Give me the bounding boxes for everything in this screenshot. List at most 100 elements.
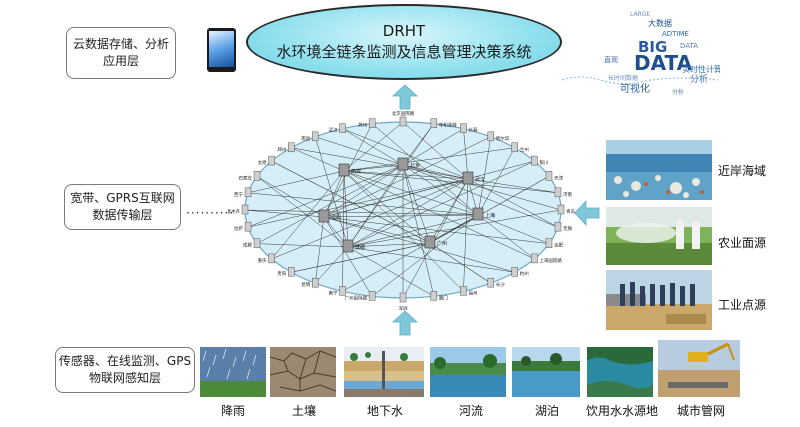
network-node-label: 青岛	[566, 208, 575, 215]
network-node: 银川	[531, 155, 548, 166]
sensing-layer-line-1: 传感器、在线监测、GPS	[58, 354, 192, 368]
network-hub-label: 上海	[485, 212, 495, 219]
network-node-label: 兰州	[520, 146, 529, 153]
network-link	[315, 246, 349, 284]
network-link	[314, 216, 325, 284]
network-link	[347, 246, 434, 297]
network-link	[347, 246, 515, 273]
network-link	[477, 214, 550, 244]
hub-link	[429, 214, 479, 244]
network-node-label: 天津	[554, 174, 563, 181]
network-link	[291, 147, 469, 180]
network-node: 贵阳	[277, 266, 295, 277]
hub-link	[323, 178, 469, 218]
word-cloud-word: DATA	[680, 42, 698, 50]
hub-link	[343, 170, 469, 180]
cloud-layer-line-2: 应用层	[102, 54, 139, 68]
network-link	[477, 136, 492, 216]
cloud-layer-line-1: 云数据存储、分析	[72, 37, 169, 51]
hub-link	[343, 170, 479, 216]
network-node-label: 厦门	[439, 294, 448, 301]
hub-link	[347, 242, 431, 248]
network-hub: 广州	[424, 235, 447, 249]
network-node-label: 福州	[468, 289, 477, 296]
network-node: 济南	[554, 187, 572, 198]
hub-link	[343, 170, 349, 248]
network-node: 广州国际路	[345, 291, 376, 301]
network-link	[343, 121, 404, 172]
agriculture-photo	[606, 207, 712, 265]
network-node: 上海国际路	[531, 253, 562, 264]
network-link	[467, 178, 559, 194]
network-link	[463, 128, 469, 180]
network-link	[477, 147, 515, 216]
hub-link	[323, 170, 345, 218]
network-link	[247, 178, 469, 228]
cloud-layer-box: 云数据存储、分析 应用层	[66, 27, 176, 79]
up-arrow-icon	[392, 310, 418, 336]
network-node-label: 无锡	[563, 225, 572, 232]
network-node: 拉萨	[234, 221, 252, 232]
network-node: 重庆	[258, 253, 275, 264]
hub-link	[343, 164, 404, 172]
hub-link	[402, 164, 469, 180]
network-node-label: 南宁	[329, 289, 338, 296]
network-node: 北京国際路	[392, 110, 415, 127]
network-node-label: 郑州	[277, 146, 286, 153]
network-node: 长春	[460, 123, 478, 134]
drinking-water-photo	[587, 347, 653, 397]
network-node-label: 深圳	[399, 305, 408, 312]
network-node: 苏州	[358, 118, 376, 129]
network-hub-label: 沈阳	[331, 214, 341, 221]
network-node-label: 北京国際路	[392, 110, 415, 117]
network-node-label: 成都	[243, 242, 252, 249]
network-node: 石家庄	[239, 171, 261, 181]
source-label-industrial: 工业点源	[718, 298, 767, 312]
hub-link	[323, 214, 479, 218]
word-cloud-word: 大数据	[648, 18, 672, 28]
network-link	[291, 242, 431, 273]
word-cloud-word: ADTIME	[662, 30, 689, 38]
word-cloud-word: 长时间数据	[608, 74, 638, 82]
network-node: 昆明	[301, 277, 319, 288]
network-node-label: 呼和浩特	[439, 122, 457, 129]
network-node: 杭州	[511, 266, 529, 277]
word-cloud-word: 分析	[690, 73, 708, 85]
network-node: 福州	[460, 286, 478, 296]
network-node: 太原	[258, 155, 275, 166]
hub-link	[402, 164, 479, 216]
network-link	[372, 123, 479, 216]
network-link	[342, 128, 469, 180]
coastal-water-photo	[606, 140, 712, 200]
sensing-label-lake: 湖泊	[535, 404, 560, 418]
network-link	[247, 164, 404, 228]
sensing-label-river: 河流	[459, 404, 484, 418]
network-hub: 武汉	[462, 171, 485, 185]
network-hub-label: 广州	[437, 240, 447, 247]
word-cloud-word: LARGE	[630, 11, 650, 18]
network-node-label: 苏州	[358, 122, 367, 129]
network-node: 呼和浩特	[430, 118, 457, 129]
network-link	[402, 121, 469, 180]
rain-photo	[200, 347, 266, 397]
network-link	[402, 164, 559, 228]
network-node: 成都	[243, 238, 261, 249]
network-link	[402, 164, 435, 297]
network-link	[247, 170, 345, 194]
big-data-word-cloud-icon: LARGE 大数据 ADTIME BIG DATA DATA 直观 实时性计算 …	[561, 11, 720, 96]
sensing-label-urban-pipe: 城市管网	[677, 404, 726, 418]
connector-dots: ··········	[186, 206, 235, 220]
network-node-label: 昆明	[301, 282, 310, 288]
hub-link	[347, 164, 404, 248]
network-link	[323, 216, 373, 297]
network-node-label: 长春	[468, 127, 477, 134]
sensing-label-rain: 降雨	[221, 404, 246, 418]
network-link	[257, 243, 349, 248]
network-link	[402, 178, 469, 299]
network-link	[467, 178, 559, 228]
network-link	[256, 164, 404, 244]
network-link	[323, 136, 491, 218]
word-cloud-word: 可视化	[620, 82, 650, 95]
word-cloud-word: BIG	[638, 38, 667, 56]
network-node-label: 银川	[539, 159, 548, 166]
